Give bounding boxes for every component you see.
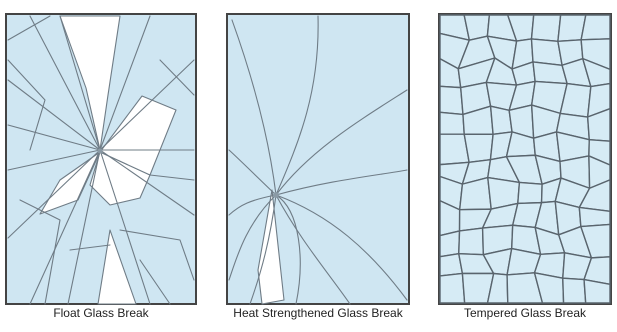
tempered-fragment (440, 86, 463, 114)
tempered-glass-panel (439, 14, 611, 304)
tempered-fragment (518, 182, 542, 203)
tempered-fragment (579, 207, 610, 226)
float-glass-panel (6, 14, 196, 304)
tempered-fragment (440, 231, 460, 257)
heat-impact-point (273, 192, 279, 198)
tempered-fragment (531, 15, 560, 41)
tempered-fragment (440, 273, 465, 303)
tempered-fragment (459, 228, 484, 255)
heat-strengthened-panel (227, 14, 409, 304)
tempered-glass-caption: Tempered Glass Break (464, 306, 586, 320)
float-glass-caption: Float Glass Break (53, 306, 148, 320)
tempered-fragment (563, 278, 586, 303)
float-impact-point (98, 149, 103, 154)
tempered-fragment (584, 280, 610, 303)
tempered-fragment (440, 112, 464, 134)
tempered-cells (440, 15, 610, 303)
tempered-fragment (581, 15, 610, 40)
tempered-fragment (464, 134, 493, 162)
heat-strengthened-caption: Heat Strengthened Glass Break (233, 306, 402, 320)
